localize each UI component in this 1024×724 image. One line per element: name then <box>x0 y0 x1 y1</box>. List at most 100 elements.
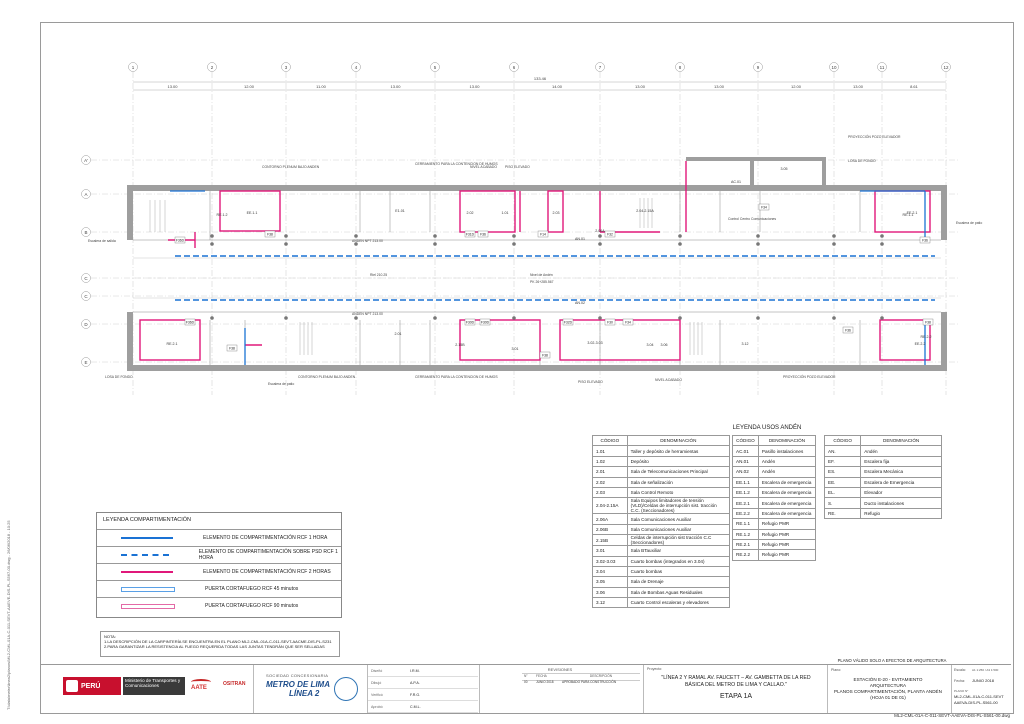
grid-bubble <box>351 62 361 72</box>
usos-code: AN.02 <box>732 466 759 478</box>
door-tag: F38 <box>264 230 276 238</box>
column <box>512 242 516 246</box>
usos-code: EF. <box>823 455 862 468</box>
rcf2-room-re21 <box>139 319 201 361</box>
svg-text:F34: F34 <box>761 205 767 209</box>
usos-code: 2.06A <box>592 513 628 525</box>
room-tag: E1.01 <box>395 209 404 213</box>
label-riel: Riel 210.25 <box>370 273 387 277</box>
column <box>354 234 358 238</box>
escala-value: A1 1:250 / A3 1:500 <box>972 668 999 672</box>
column <box>284 316 288 320</box>
usos-name: Pasillo instalaciones <box>757 445 817 457</box>
usos-name: Escalera de emergencia <box>757 476 817 488</box>
metro-label: METRO DE LIMA <box>266 680 330 689</box>
label-cerramiento-top: CERRAMIENTO PARA LA CONTENCION DE HUMOS <box>415 162 498 166</box>
grid-letter: C <box>84 294 88 299</box>
revisiones-cell: REVISIONES N° FECHA DESCRIPCIÓN 00 JUNIO… <box>479 665 640 713</box>
file-name-footer: ML2-CML-01A-C-011-SEVT-AAEVA-DIS-PL-S561… <box>894 713 1010 718</box>
svg-text:F30D: F30D <box>466 320 475 324</box>
usos-code: 3.05 <box>592 576 628 588</box>
usos-name: Sala Control Remoto <box>626 486 731 499</box>
usos-code: AN. <box>823 445 862 457</box>
rcf2-room-304 <box>559 319 681 361</box>
svg-text:F30: F30 <box>607 320 613 324</box>
svg-text:F36: F36 <box>480 232 486 236</box>
column <box>433 242 437 246</box>
usos-name: Ducto instalaciones <box>860 497 942 509</box>
column <box>678 242 682 246</box>
usos-name: Depósito <box>626 455 731 468</box>
label-pk: PK 26+285.567 <box>530 280 554 284</box>
door-tag: F36D <box>174 236 186 244</box>
column <box>756 242 760 246</box>
drawing-sheet <box>40 22 1014 714</box>
label-losa-fondo-top: LOSA DE FONDO <box>848 159 876 163</box>
column <box>756 234 760 238</box>
label-escalera-patio: Escalera de patio <box>956 221 982 225</box>
svg-text:F31D: F31D <box>466 232 475 236</box>
comp-legend-row: ELEMENTO DE COMPARTIMENTACIÓN RCF 2 HORA… <box>97 563 341 580</box>
wall-right-bottom <box>941 312 947 371</box>
room-partitions <box>149 191 861 365</box>
label-piso-elevado-bottom: PISO ELEVADO <box>578 380 603 384</box>
legend-compartimentacion: LEYENDA COMPARTIMENTACIÓN ELEMENTO DE CO… <box>96 512 342 618</box>
plano-n-cell: Escala: A1 1:250 / A3 1:500 Fecha: JUNIO… <box>951 665 1011 713</box>
plano-line-3: PLANOS COMPARTIMENTACIÓN, PLANTA ANDÉN <box>834 689 942 694</box>
usos-name: Elevador <box>860 486 942 499</box>
rcf-1h-walls <box>170 190 926 365</box>
column <box>210 234 214 238</box>
col-codigo: CÓDIGO <box>823 434 862 447</box>
svg-text:F36: F36 <box>845 328 851 332</box>
dim-spacing: 12.00 <box>244 84 255 89</box>
room-tag: 3.06 <box>661 343 668 347</box>
usos-name: Cuarto bombas <box>626 565 731 578</box>
usos-code: ES. <box>823 466 862 478</box>
grid-bubble <box>128 62 138 72</box>
grid-bubble <box>675 62 685 72</box>
rcf2-room-ee22 <box>879 319 931 361</box>
comp-label: PUERTA CORTAFUEGO RCF 45 minutos <box>205 586 299 592</box>
door-tag: F34 <box>622 318 634 326</box>
label-nivel-anden: Nivel de Andén <box>530 273 553 277</box>
door-tag: F38 <box>539 351 551 359</box>
rcf2-room-ee21 <box>874 190 931 233</box>
grid-number: 1 <box>132 65 135 70</box>
grid-letter: E <box>84 360 87 365</box>
comp-swatch <box>121 586 175 592</box>
grid-number: 4 <box>355 65 358 70</box>
room-tag: RE.2.1 <box>167 342 178 346</box>
label-escalera-salida: Escalera de salida <box>88 239 116 243</box>
rcf-1h-psd <box>175 255 935 301</box>
usos-code: 1.01 <box>592 445 628 457</box>
svg-text:F38: F38 <box>229 346 235 350</box>
room-tag: 2.02 <box>467 211 474 215</box>
usos-code: RE.2.1 <box>732 538 759 551</box>
column <box>880 316 884 320</box>
plano-line-1: ESTACIÓN E-20 - EVITAMIENTO <box>853 677 923 682</box>
usos-name: Escalera de Emergencia <box>860 476 942 488</box>
door-tag: F32 <box>604 230 616 238</box>
comp-legend-row: ELEMENTO DE COMPARTIMENTACIÓN RCF 1 HORA <box>97 529 341 546</box>
usos-code: AN.01 <box>732 455 759 468</box>
grid-number: 10 <box>831 65 837 70</box>
grid-bubble <box>430 62 440 72</box>
label-losa-fondo-bottom: LOSA DE FONDO <box>105 375 133 379</box>
column <box>598 242 602 246</box>
logos-cell: PERÚ Ministerio de Transportes y Comunic… <box>41 665 251 713</box>
label-control-centro: Control Centro Comunicaciones <box>728 217 776 221</box>
room-tag: 2.04-2.15A <box>636 209 654 213</box>
aate-swoosh-icon <box>191 679 211 685</box>
